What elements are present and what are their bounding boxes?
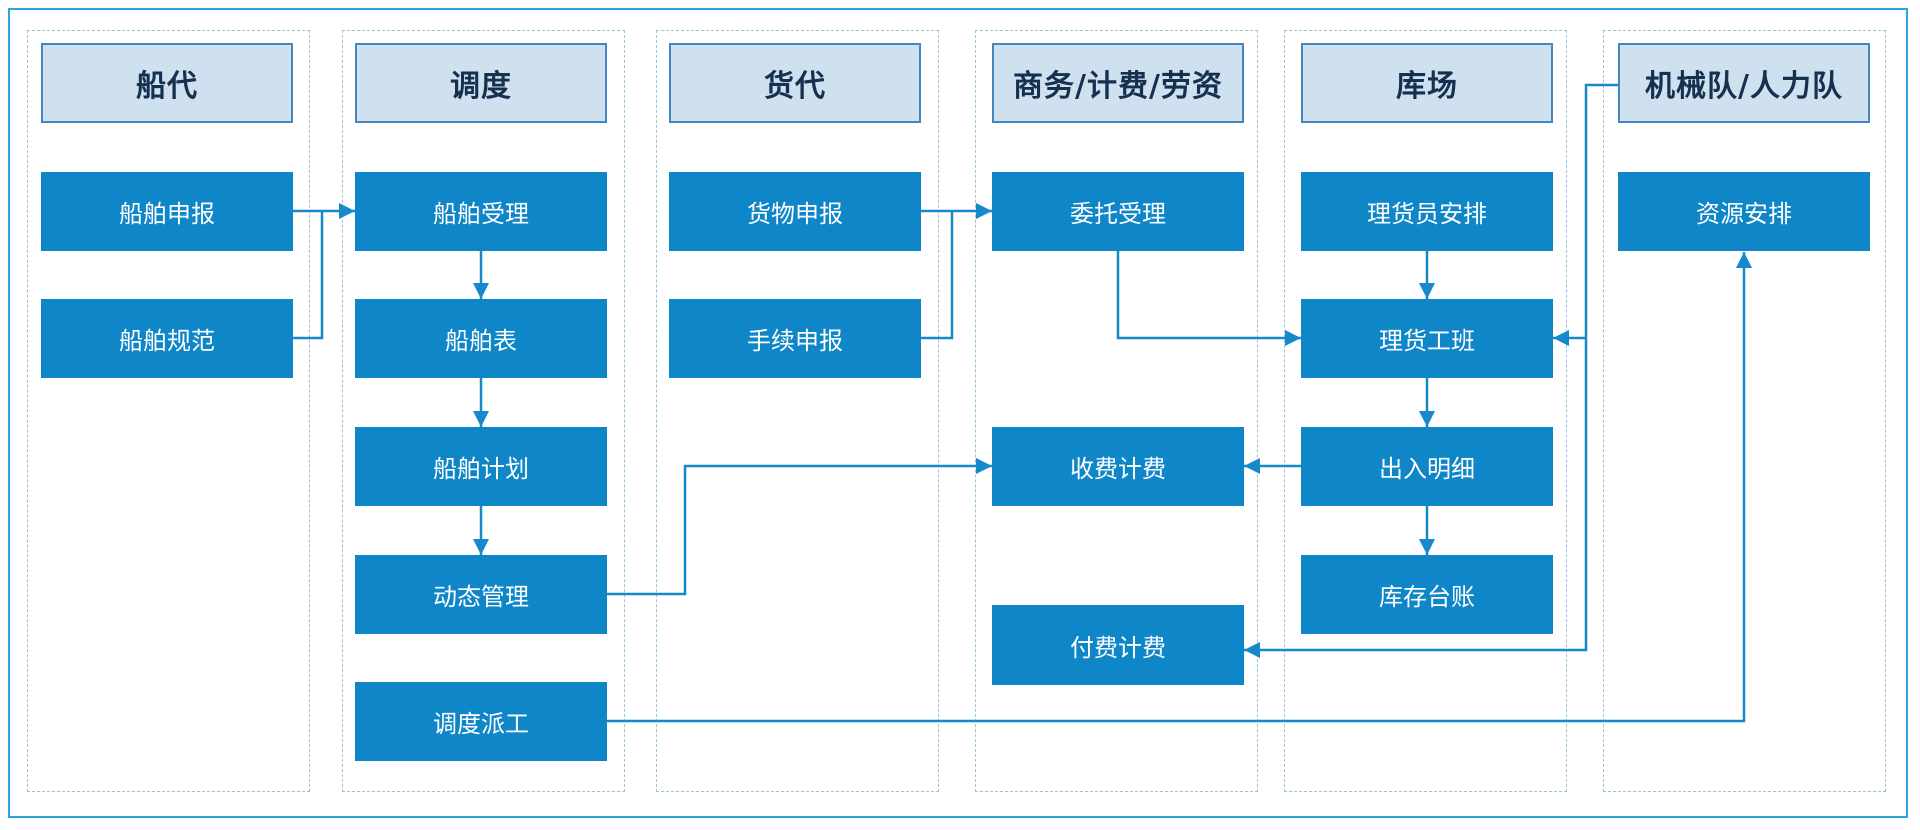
node-ship-acceptance: 船舶受理 <box>355 172 607 251</box>
lane-header-cargo-agent: 货代 <box>669 43 921 123</box>
node-entrust-acceptance: 委托受理 <box>992 172 1244 251</box>
node-ship-declaration: 船舶申报 <box>41 172 293 251</box>
node-cargo-declaration: 货物申报 <box>669 172 921 251</box>
node-tallyman-arrangement: 理货员安排 <box>1301 172 1553 251</box>
node-ship-specification: 船舶规范 <box>41 299 293 378</box>
node-ship-table: 船舶表 <box>355 299 607 378</box>
node-charge-billing: 收费计费 <box>992 427 1244 506</box>
node-dispatch-assignment: 调度派工 <box>355 682 607 761</box>
lane-header-dispatch: 调度 <box>355 43 607 123</box>
node-payment-billing: 付费计费 <box>992 605 1244 685</box>
node-inventory-ledger: 库存台账 <box>1301 555 1553 634</box>
outer-border <box>8 8 1908 818</box>
lane-header-machinery-labor-team: 机械队/人力队 <box>1618 43 1870 123</box>
lane-header-commerce-billing-labor: 商务/计费/劳资 <box>992 43 1244 123</box>
lane-cargo-agent <box>656 30 939 792</box>
node-in-out-detail: 出入明细 <box>1301 427 1553 506</box>
lane-yard <box>1284 30 1567 792</box>
node-dynamic-management: 动态管理 <box>355 555 607 634</box>
lane-header-yard: 库场 <box>1301 43 1553 123</box>
node-resource-arrangement: 资源安排 <box>1618 172 1870 251</box>
node-tally-shift: 理货工班 <box>1301 299 1553 378</box>
lane-ship-agent <box>27 30 310 792</box>
lane-dispatch <box>342 30 625 792</box>
node-ship-plan: 船舶计划 <box>355 427 607 506</box>
lane-header-ship-agent: 船代 <box>41 43 293 123</box>
lane-machinery-labor-team <box>1603 30 1886 792</box>
node-procedure-declaration: 手续申报 <box>669 299 921 378</box>
